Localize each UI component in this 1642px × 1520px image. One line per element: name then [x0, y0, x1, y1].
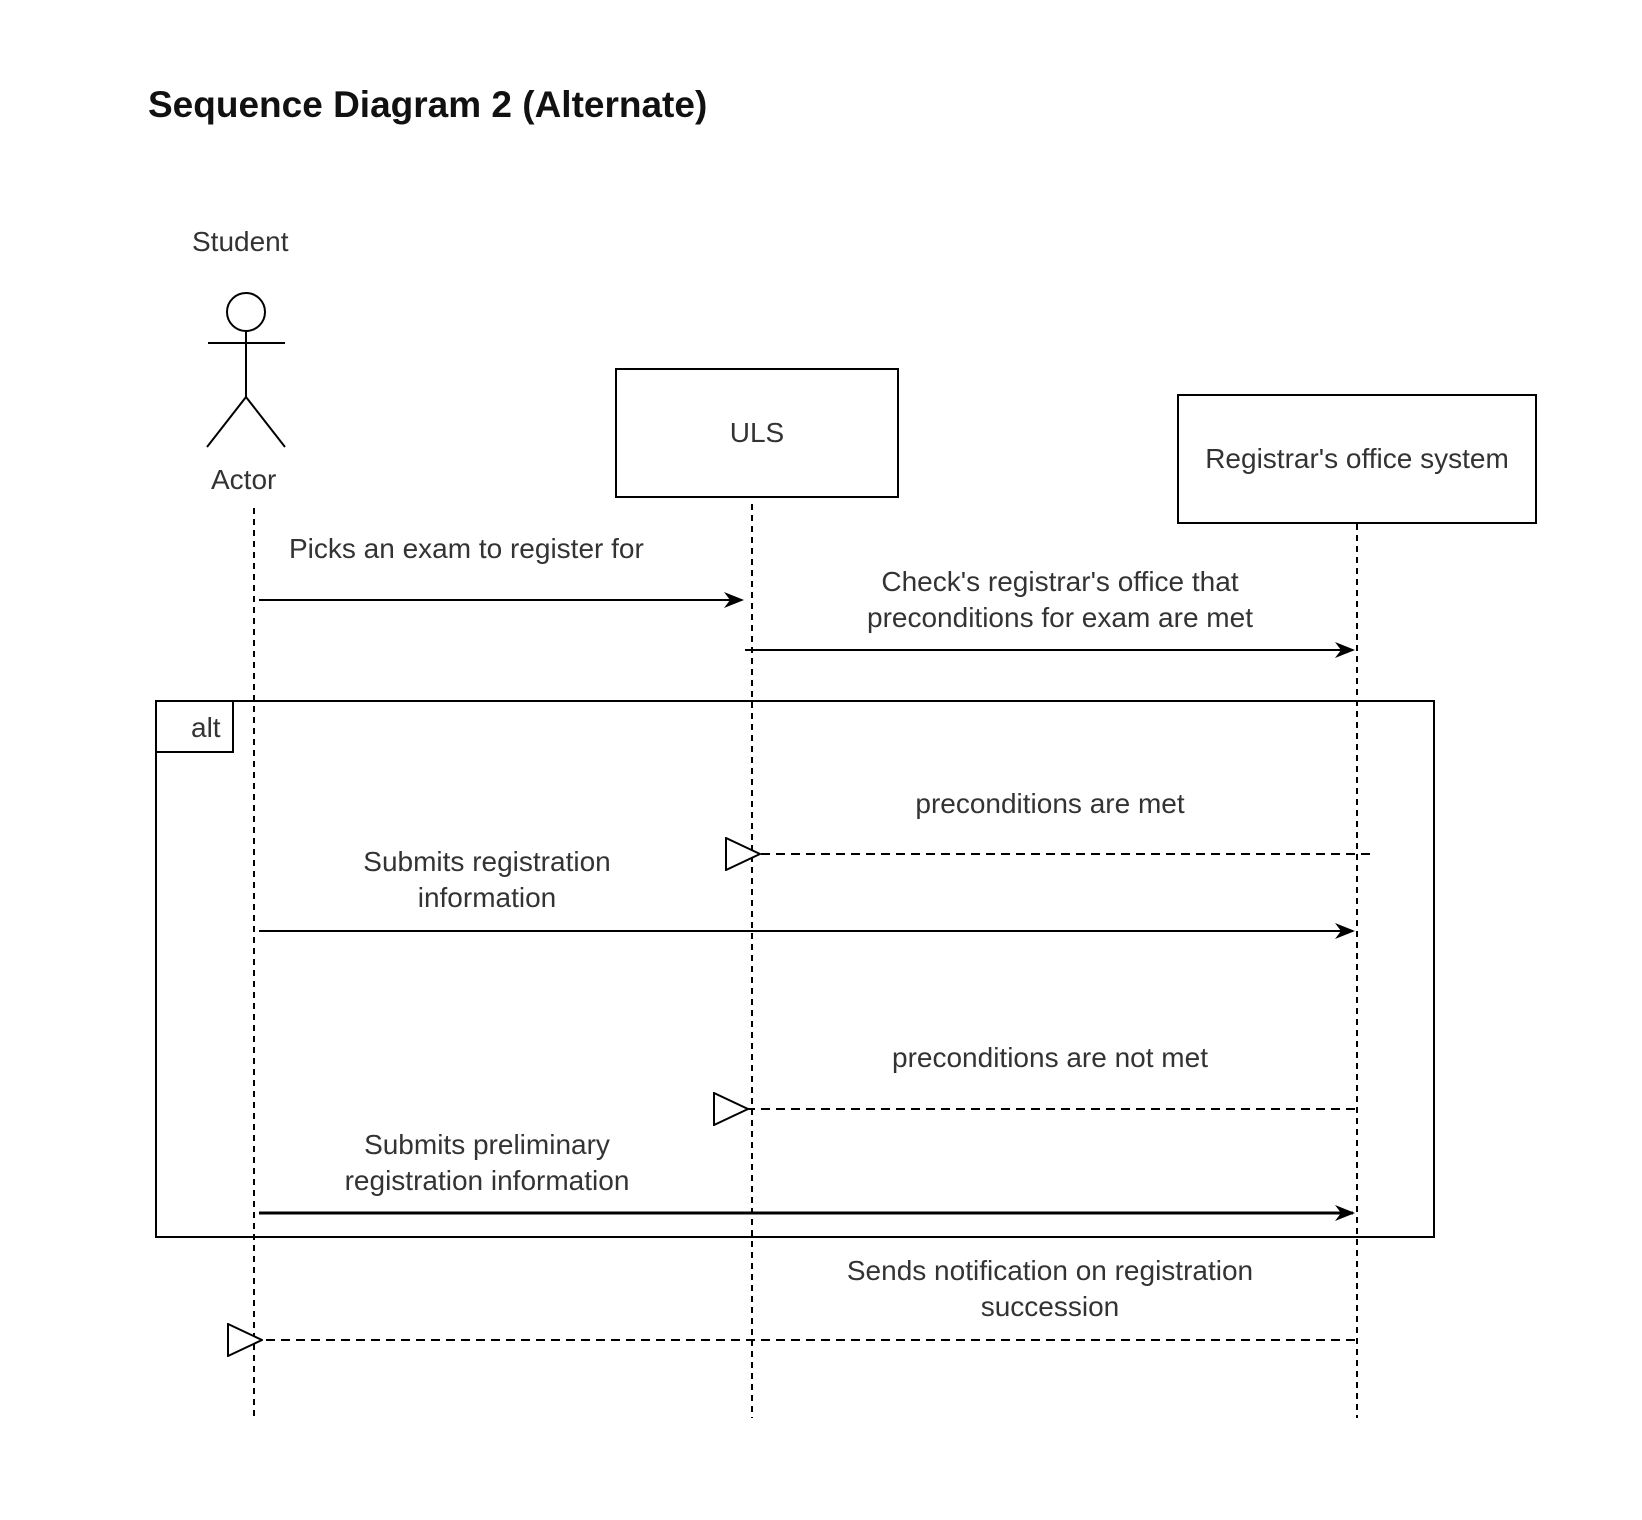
registrar-box: [1177, 394, 1537, 524]
alt-fragment-tag: [156, 701, 234, 753]
message-label-2: Check's registrar's office that precondi…: [867, 564, 1253, 636]
alt-fragment-label: alt: [191, 712, 221, 743]
actor-icon: [206, 292, 286, 448]
message-label-7-line-1: Sends notification on registration: [846, 1255, 1254, 1286]
message-label-6-line-1: Submits preliminary: [364, 1129, 610, 1160]
alt-fragment: [155, 700, 1435, 1238]
message-label-3: preconditions are met: [915, 788, 1185, 819]
message-label-6: Submits preliminary registration informa…: [345, 1127, 630, 1199]
message-label-4-line-1: Submits registration: [363, 846, 611, 877]
message-label-4-line-2: information: [417, 882, 557, 913]
actor-role-label: Student: [192, 226, 289, 257]
message-label-2-line-1: Check's registrar's office that: [881, 566, 1239, 597]
message-label-4: Submits registration information: [363, 844, 610, 916]
uls-label: ULS: [729, 417, 785, 448]
message-label-1: Picks an exam to register for: [289, 533, 644, 564]
registrar-label: Registrar's office system: [1205, 443, 1509, 474]
message-label-7: Sends notification on registration succe…: [847, 1253, 1253, 1325]
message-label-6-line-2: registration information: [344, 1165, 630, 1196]
diagram-title: Sequence Diagram 2 (Alternate): [148, 84, 708, 125]
message-label-5: preconditions are not met: [892, 1042, 1208, 1073]
actor-label: Actor: [211, 464, 277, 495]
message-label-7-line-2: succession: [980, 1291, 1120, 1322]
message-label-2-line-2: preconditions for exam are met: [867, 602, 1253, 633]
uls-box: [615, 368, 899, 498]
